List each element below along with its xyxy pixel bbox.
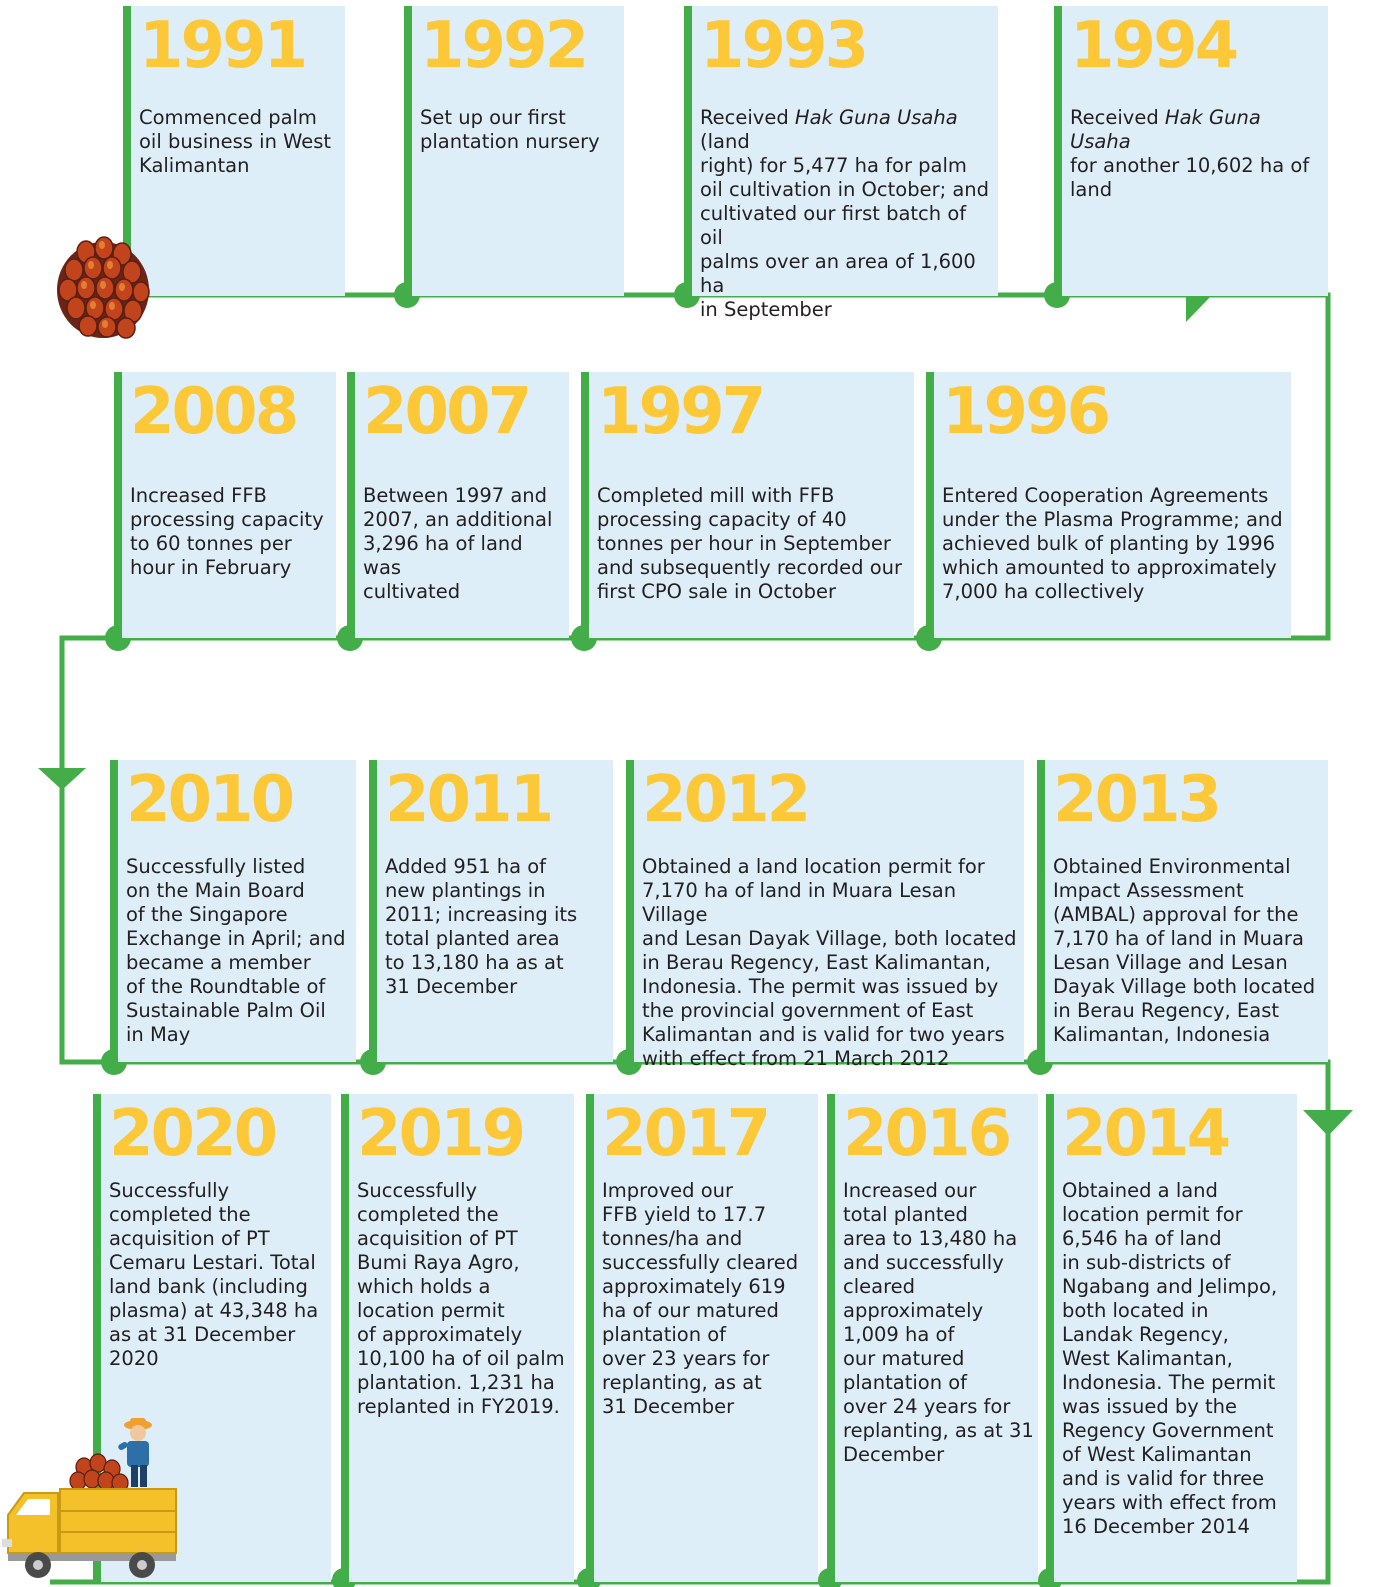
arrow-down-icon (1303, 1110, 1353, 1136)
description-text: Received (700, 106, 795, 129)
milestone-year: 2007 (363, 375, 532, 449)
milestone-description: Successfully completed the acquisition o… (357, 1179, 570, 1419)
description-text: Added 951 ha of new plantings in 2011; i… (385, 855, 578, 998)
description-text: Received (1070, 106, 1165, 129)
milestone-year: 1997 (597, 375, 766, 449)
milestone-description: Successfully completed the acquisition o… (109, 1179, 327, 1371)
milestone-year: 1992 (420, 9, 589, 83)
milestone-description: Improved our FFB yield to 17.7 tonnes/ha… (602, 1179, 814, 1419)
milestone-description: Received Hak Guna Usaha (land right) for… (700, 106, 994, 322)
description-text: Obtained a land location permit for 7,17… (642, 855, 1017, 1070)
palm-fruit-bunch-icon (57, 236, 150, 339)
description-text: Increased our total planted area to 13,4… (843, 1179, 1034, 1466)
milestone-year: 2020 (109, 1097, 278, 1171)
description-text: for another 10,602 ha of land (1070, 154, 1310, 201)
description-text: Obtained a land location permit for 6,54… (1062, 1179, 1278, 1538)
milestone-description: Commenced palm oil business in West Kali… (139, 106, 341, 178)
milestone-year: 2008 (130, 375, 299, 449)
milestone-year: 2010 (126, 763, 295, 837)
milestone-description: Between 1997 and 2007, an additional 3,2… (363, 484, 565, 604)
farmer-truck-icon (2, 1418, 177, 1578)
milestone-year: 2016 (843, 1097, 1012, 1171)
description-text: Entered Cooperation Agreements under the… (942, 484, 1283, 603)
milestone-year: 2013 (1053, 763, 1222, 837)
description-text: Set up our first plantation nursery (420, 106, 600, 153)
description-text: Commenced palm oil business in West Kali… (139, 106, 332, 177)
milestone-description: Received Hak Guna Usaha for another 10,6… (1070, 106, 1324, 202)
milestone-year: 2012 (642, 763, 811, 837)
milestone-year: 1996 (942, 375, 1111, 449)
description-text: Between 1997 and 2007, an additional 3,2… (363, 484, 553, 603)
milestone-description: Increased FFB processing capacity to 60 … (130, 484, 332, 580)
milestone-description: Successfully listed on the Main Board of… (126, 855, 352, 1047)
description-text: (land right) for 5,477 ha for palm oil c… (700, 130, 990, 321)
milestone-year: 2019 (357, 1097, 526, 1171)
milestone-year: 2011 (385, 763, 554, 837)
description-text: Successfully completed the acquisition o… (109, 1179, 319, 1370)
milestone-year: 1994 (1070, 9, 1239, 83)
milestone-year: 1991 (139, 9, 308, 83)
milestone-year: 2014 (1062, 1097, 1231, 1171)
milestone-year: 1993 (700, 9, 869, 83)
milestone-description: Obtained a land location permit for 6,54… (1062, 1179, 1293, 1539)
description-text: Obtained Environmental Impact Assessment… (1053, 855, 1316, 1046)
description-text: Completed mill with FFB processing capac… (597, 484, 903, 603)
milestone-description: Added 951 ha of new plantings in 2011; i… (385, 855, 609, 999)
italic-term: Hak Guna Usaha (1070, 106, 1261, 153)
milestone-description: Increased our total planted area to 13,4… (843, 1179, 1034, 1467)
description-text: Increased FFB processing capacity to 60 … (130, 484, 324, 579)
description-text: Successfully listed on the Main Board of… (126, 855, 346, 1046)
italic-term: Hak Guna Usaha (794, 106, 958, 129)
milestone-description: Obtained a land location permit for 7,17… (642, 855, 1020, 1071)
milestone-description: Entered Cooperation Agreements under the… (942, 484, 1287, 604)
milestone-description: Obtained Environmental Impact Assessment… (1053, 855, 1324, 1047)
description-text: Improved our FFB yield to 17.7 tonnes/ha… (602, 1179, 799, 1418)
milestone-description: Completed mill with FFB processing capac… (597, 484, 910, 604)
milestone-year: 2017 (602, 1097, 771, 1171)
arrow-down-icon (38, 768, 86, 790)
description-text: Successfully completed the acquisition o… (357, 1179, 565, 1418)
milestone-description: Set up our first plantation nursery (420, 106, 620, 154)
